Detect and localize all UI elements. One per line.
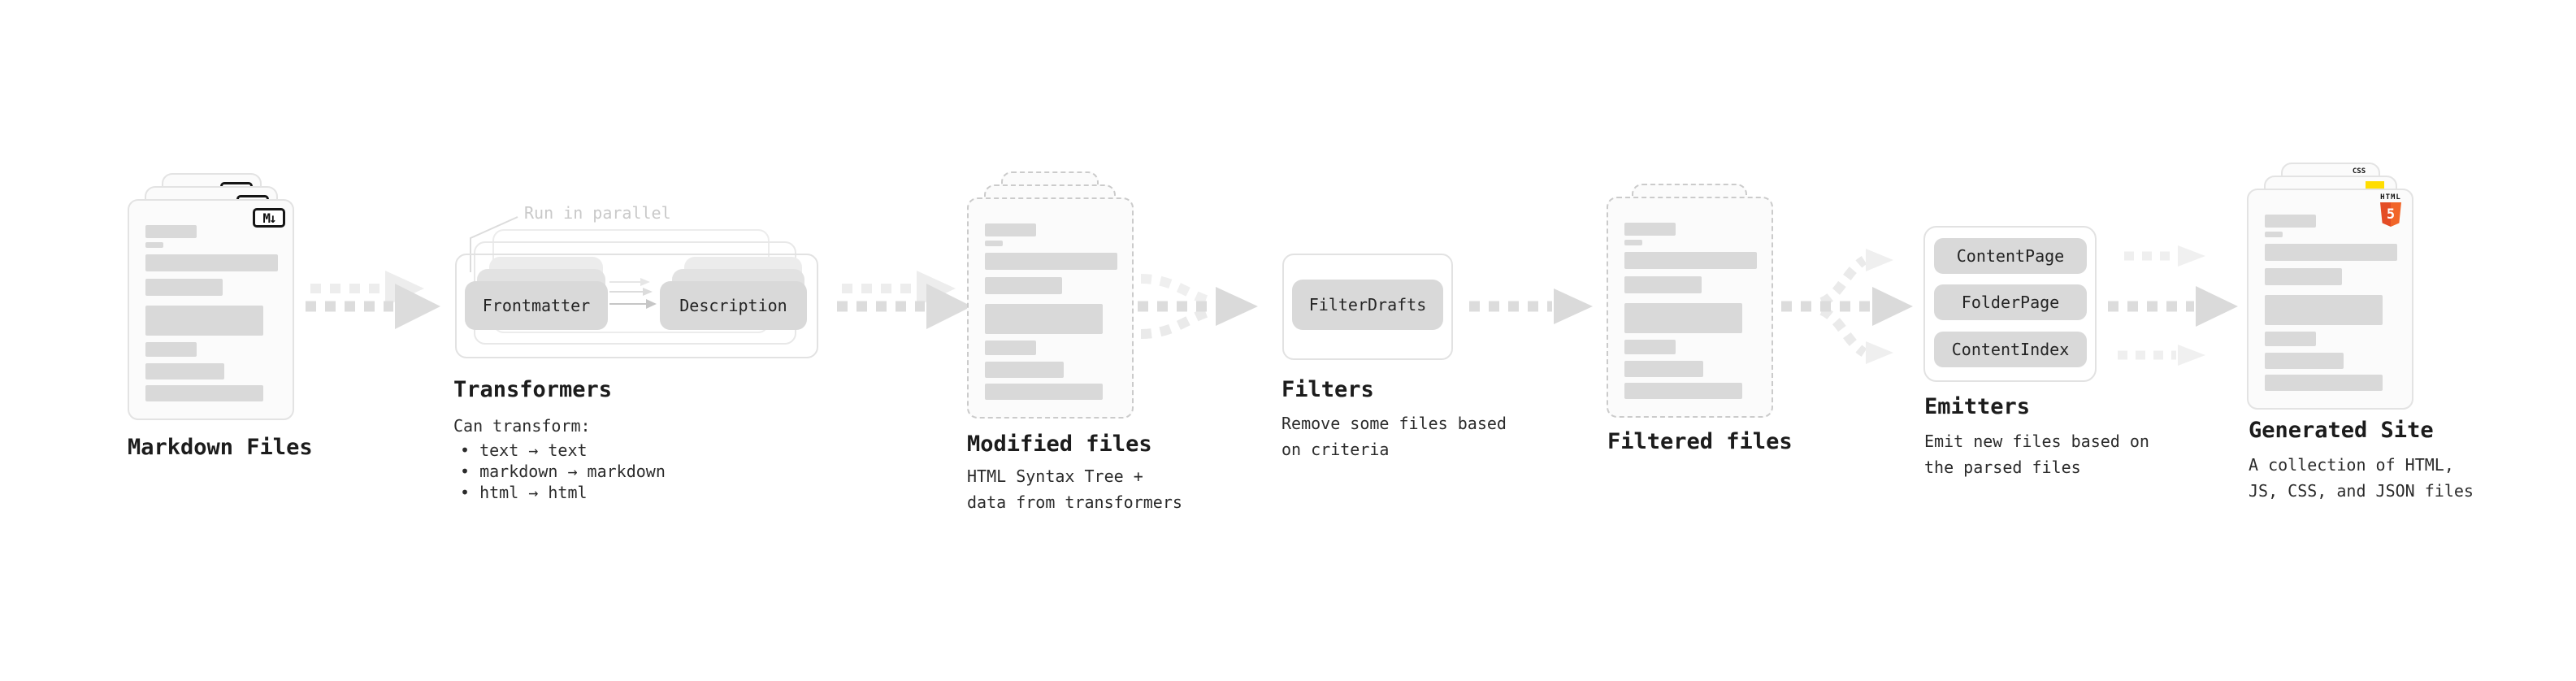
modified-files-description: HTML Syntax Tree + data from transformer… <box>967 466 1182 512</box>
doc-content-bar <box>145 363 224 380</box>
doc-content-bar <box>145 385 263 401</box>
modified-doc-front <box>967 197 1134 419</box>
doc-content-bar <box>1624 361 1703 377</box>
transformers-bullet-list: • text → text • markdown → markdown • ht… <box>460 440 666 503</box>
generated-site-description: A collection of HTML, JS, CSS, and JSON … <box>2249 455 2474 501</box>
doc-content-bar <box>985 304 1103 334</box>
doc-content-bar <box>145 342 197 357</box>
doc-content-bar <box>2265 353 2344 369</box>
html5-logo-number: 5 <box>2386 206 2396 223</box>
doc-content-bar <box>2265 244 2397 261</box>
html5-logo-brand: HTML <box>2380 193 2401 202</box>
arrows-emitters-to-site-icon <box>2108 245 2238 366</box>
css-badge-label: CSS <box>2352 167 2366 176</box>
filters-label: Filters <box>1281 377 1374 402</box>
doc-content-bar <box>985 340 1036 355</box>
doc-content-bar <box>2265 232 2283 237</box>
filterdrafts-node: FilterDrafts <box>1292 280 1443 330</box>
contentpage-node: ContentPage <box>1934 238 2087 274</box>
emitters-label: Emitters <box>1924 394 2031 419</box>
arrow-transformers-to-modified-icon <box>837 271 972 329</box>
doc-content-bar <box>985 241 1003 246</box>
transformers-frame-front <box>455 254 818 358</box>
transformers-bullet: • text → text <box>460 440 588 460</box>
doc-content-bar <box>1624 383 1742 399</box>
doc-content-bar <box>2265 332 2316 346</box>
run-in-parallel-annotation: Run in parallel <box>524 203 671 223</box>
doc-content-bar <box>145 225 197 238</box>
js-badge <box>2366 181 2384 190</box>
doc-content-bar <box>985 253 1117 270</box>
transformers-bullet: • html → html <box>460 483 588 502</box>
arrow-markdown-to-transformers-icon <box>306 271 440 329</box>
doc-content-bar <box>145 242 163 248</box>
doc-content-bar <box>985 362 1064 378</box>
doc-content-bar <box>1624 252 1757 269</box>
filters-description: Remove some files based on criteria <box>1281 414 1507 459</box>
doc-content-bar <box>985 384 1103 400</box>
parallel-arrows-icon <box>609 278 657 309</box>
markdown-doc-front: M↓ <box>128 199 294 420</box>
modified-files-label: Modified files <box>967 432 1152 457</box>
arrow-converge-to-filters-icon <box>1138 274 1258 339</box>
transformers-label: Transformers <box>453 377 613 402</box>
doc-content-bar <box>1624 340 1676 354</box>
html5-logo-icon: HTML 5 <box>2379 193 2402 227</box>
doc-content-bar <box>2265 215 2316 228</box>
markdown-files-label: Markdown Files <box>128 435 313 460</box>
doc-content-bar <box>985 223 1036 236</box>
doc-content-bar <box>985 277 1062 294</box>
description-node: Description <box>660 281 807 330</box>
generated-site-label: Generated Site <box>2249 418 2434 443</box>
doc-content-bar <box>145 254 278 271</box>
doc-content-bar <box>1624 223 1676 236</box>
filtered-files-label: Filtered files <box>1607 429 1793 454</box>
markdown-icon: M↓ <box>253 208 285 228</box>
contentindex-node: ContentIndex <box>1934 332 2087 367</box>
filtered-doc-front <box>1607 197 1773 418</box>
emitters-description: Emit new files based on the parsed files <box>1924 432 2149 477</box>
doc-content-bar <box>1624 303 1742 333</box>
doc-content-bar <box>145 279 223 296</box>
transformers-bullet: • markdown → markdown <box>460 462 666 481</box>
frontmatter-node: Frontmatter <box>465 281 608 330</box>
doc-content-bar <box>1624 240 1642 245</box>
folderpage-node: FolderPage <box>1934 284 2087 320</box>
arrow-diverge-to-emitters-icon <box>1781 249 1913 364</box>
doc-content-bar <box>1624 276 1702 293</box>
annotation-connector-icon <box>470 216 518 272</box>
html5-logo-shield: 5 <box>2380 202 2401 227</box>
doc-content-bar <box>145 306 263 336</box>
transformers-desc-heading: Can transform: <box>453 416 591 436</box>
doc-content-bar <box>2265 268 2342 285</box>
doc-content-bar <box>2265 375 2383 391</box>
arrow-filters-to-filtered-icon <box>1469 288 1593 324</box>
site-doc-html: HTML 5 <box>2247 189 2413 410</box>
doc-content-bar <box>2265 295 2383 325</box>
